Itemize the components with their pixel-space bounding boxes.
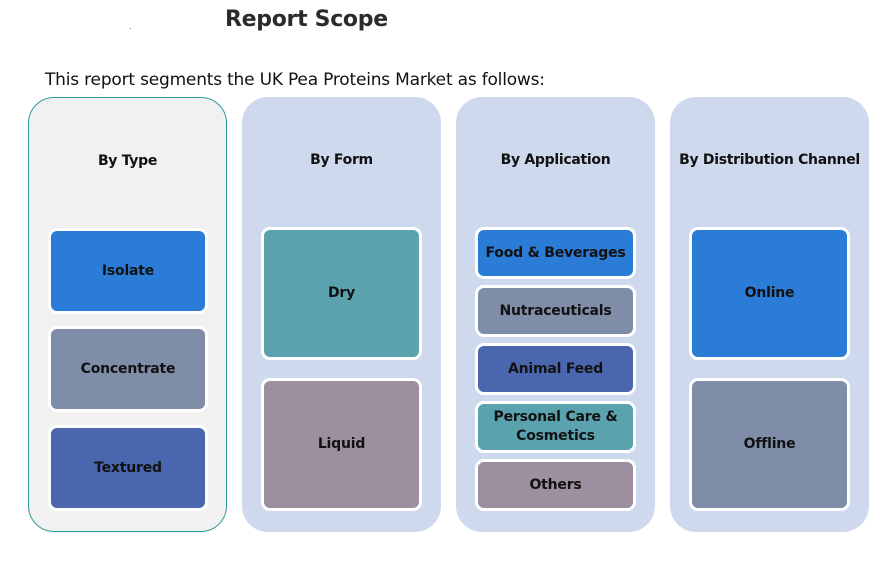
- intro-text: This report segments the UK Pea Proteins…: [45, 70, 545, 90]
- segment-by-form: By Form Dry Liquid: [242, 97, 441, 532]
- segment-item-liquid: Liquid: [261, 378, 422, 511]
- segment-heading: By Form: [310, 152, 373, 168]
- segment-item-nutraceuticals: Nutraceuticals: [475, 285, 636, 337]
- segment-heading: By Application: [500, 152, 611, 168]
- segment-item-concentrate: Concentrate: [48, 326, 208, 412]
- segment-item-textured: Textured: [48, 425, 208, 511]
- segment-by-distribution-channel: By Distribution Channel Online Offline: [670, 97, 869, 532]
- segment-item-personal-care-cosmetics: Personal Care & Cosmetics: [475, 401, 636, 453]
- segment-item-offline: Offline: [689, 378, 850, 511]
- segment-item-others: Others: [475, 459, 636, 511]
- segment-by-type: By Type Isolate Concentrate Textured: [28, 97, 227, 532]
- segment-item-food-beverages: Food & Beverages: [475, 227, 636, 279]
- page-title: Report Scope: [225, 7, 388, 32]
- segment-item-animal-feed: Animal Feed: [475, 343, 636, 395]
- segment-item-dry: Dry: [261, 227, 422, 360]
- segment-item-online: Online: [689, 227, 850, 360]
- stray-dot: [130, 28, 131, 29]
- segment-heading: By Type: [97, 153, 158, 169]
- segment-item-isolate: Isolate: [48, 228, 208, 314]
- segment-by-application: By Application Food & Beverages Nutraceu…: [456, 97, 655, 532]
- segment-heading: By Distribution Channel: [679, 152, 860, 168]
